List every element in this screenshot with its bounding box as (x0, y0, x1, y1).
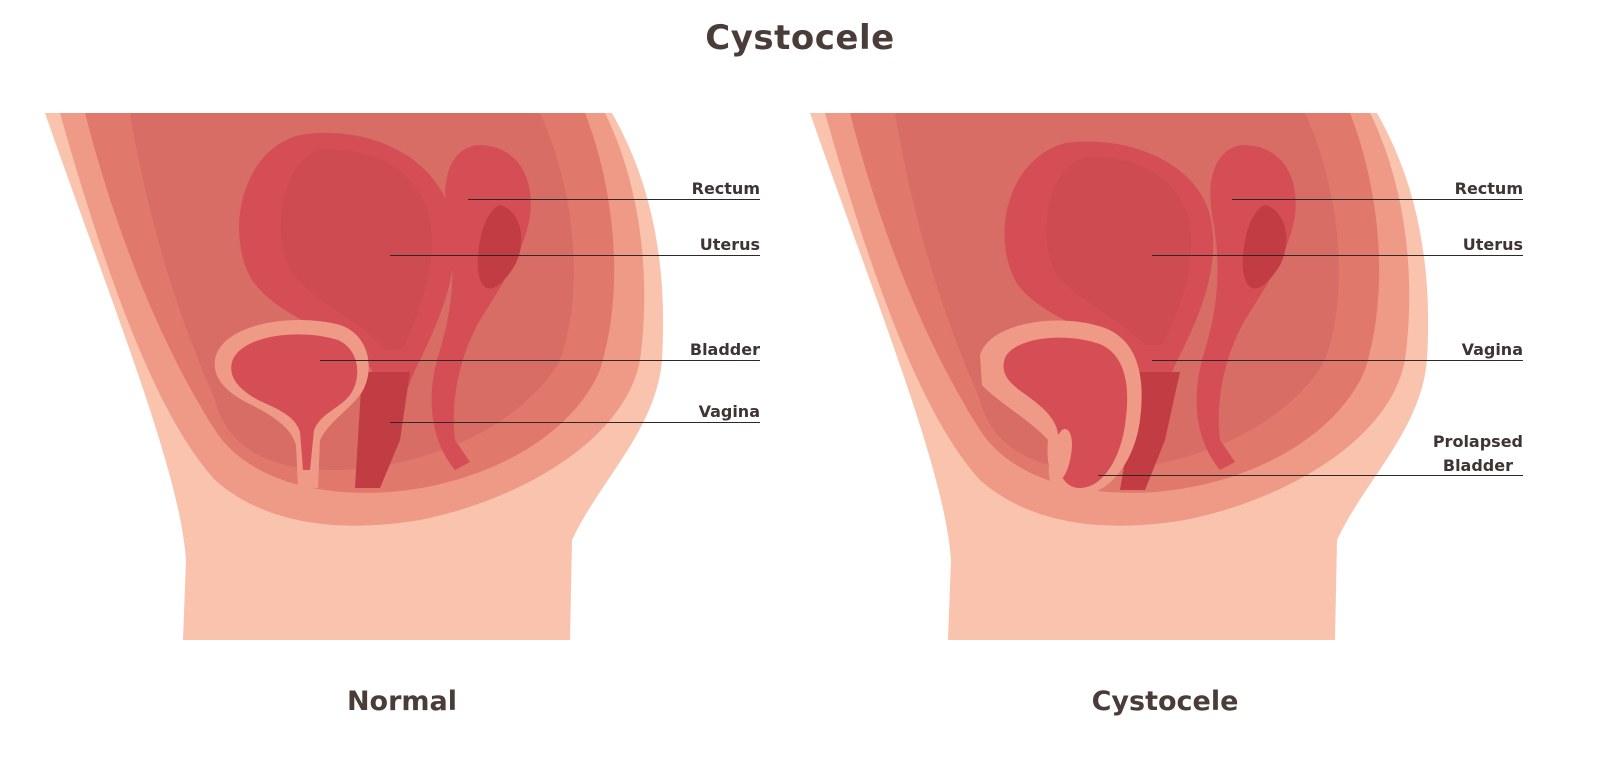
normal-caption: Normal (346, 686, 458, 717)
cystocele-prolapsed-label-line1: Prolapsed (1432, 432, 1523, 451)
cystocele-prolapsed-bladder (1003, 337, 1128, 488)
cystocele-vagina-label: Vagina (1461, 340, 1523, 359)
normal-vagina-leader (390, 422, 760, 423)
cystocele-rectum-leader (1232, 199, 1523, 200)
normal-anatomy-illustration (45, 113, 664, 640)
cystocele-uterus-label: Uterus (1462, 235, 1523, 254)
figure-title: Cystocele (705, 18, 895, 58)
cystocele-uterus-leader (1152, 255, 1523, 256)
normal-rectum-dark (477, 205, 522, 289)
normal-rectum-leader (468, 199, 760, 200)
cystocele-prolapsed-label-line2: Bladder (1442, 456, 1513, 475)
cystocele-rectum-label: Rectum (1454, 179, 1523, 198)
normal-vagina-label: Vagina (698, 402, 760, 421)
normal-uterus-inner (280, 149, 432, 350)
cystocele-bladder-neck (1048, 429, 1073, 484)
normal-rectum-label: Rectum (691, 179, 760, 198)
normal-uterus-label: Uterus (699, 235, 760, 254)
normal-bladder (231, 334, 358, 470)
cystocele-uterus-inner (1046, 157, 1192, 345)
cystocele-rectum-dark (1242, 205, 1287, 289)
normal-bladder-leader (320, 360, 760, 361)
normal-bladder-label: Bladder (689, 340, 760, 359)
normal-uterus-leader (390, 255, 760, 256)
cystocele-caption: Cystocele (1091, 686, 1239, 717)
cystocele-prolapsed-bladder-leader (1098, 475, 1523, 476)
cystocele-vagina-leader (1152, 360, 1523, 361)
cystocele-anatomy-illustration (810, 113, 1429, 640)
normal-vagina (355, 372, 410, 488)
